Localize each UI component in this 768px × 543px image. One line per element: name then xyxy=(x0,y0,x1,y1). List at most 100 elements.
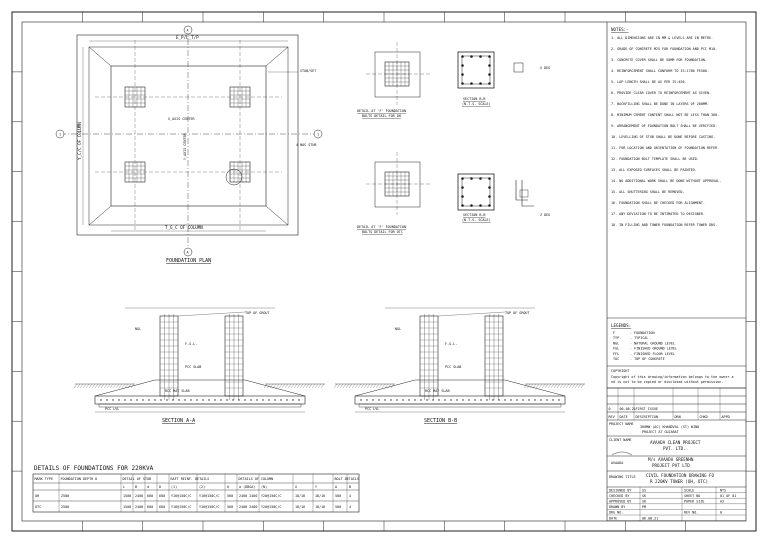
raft-rebar-dot xyxy=(522,399,524,401)
rev-header: APPD xyxy=(722,415,730,419)
ground-hatch xyxy=(559,383,564,389)
rebar-dot xyxy=(470,177,473,180)
rev-header: REV xyxy=(609,415,615,419)
drawing-title-2: R 220KV TOWER (OH, OTC) xyxy=(650,479,708,484)
stub-details: DETAIL AT 'F' FOUNDATION BOLTS DETAIL FO… xyxy=(357,42,550,234)
notes-list: 1. ALL DIMENSIONS ARE IN MM & LEVELS ARE… xyxy=(611,36,721,227)
grid-bubble-left xyxy=(55,129,65,139)
raft-rebar-dot xyxy=(396,399,398,401)
field-value: PM xyxy=(642,505,646,509)
avaada-logo-icon xyxy=(611,451,633,456)
grid-ticks xyxy=(12,12,756,531)
raft-rebar-dot xyxy=(208,399,210,401)
rebar-dot xyxy=(470,204,473,207)
project-name: 300MW (AC) KHANDVAL (ST) WIND xyxy=(640,425,699,429)
avaada-logo-text: AVAADA xyxy=(611,461,623,465)
ground-hatch xyxy=(535,383,540,389)
stub-set-label: STUB/SET xyxy=(300,69,316,73)
schedule-cell: 18/16 xyxy=(295,505,305,509)
raft-rebar-dot xyxy=(558,399,560,401)
pcc-level-label: PCC LVL xyxy=(105,407,119,411)
ground-hatch xyxy=(73,383,78,389)
field-label: REV NO. xyxy=(684,511,698,515)
raft-rebar-dot xyxy=(426,399,428,401)
axis-center-label: X_AXIS CENTER xyxy=(168,117,195,121)
ground-hatch xyxy=(523,383,528,389)
rcc-label: RCC MAT SLAB xyxy=(425,389,450,393)
rebar-dot xyxy=(461,73,464,76)
column-pad xyxy=(124,86,146,108)
note-line: 6. PROVIDE CLEAR COVER TO REINFORCEMENT … xyxy=(611,91,711,95)
schedule-cell: 500 xyxy=(335,494,341,498)
rev-header: DATE xyxy=(620,415,628,419)
client-label: CLIENT NAME xyxy=(609,438,631,442)
legend-value: - FINISHED GROUND LEVEL xyxy=(630,347,677,351)
plan-left-dimension: Y_C/C OF COLUMN xyxy=(77,122,82,160)
raft-rebar-dot xyxy=(450,399,452,401)
raft-rebar-dot xyxy=(360,399,362,401)
ground-hatch xyxy=(130,383,135,389)
ground-hatch xyxy=(556,383,561,389)
rebar-dot xyxy=(488,55,491,58)
schedule-header: RAFT REINF. DETAILS xyxy=(171,477,210,481)
ground-hatch xyxy=(82,383,87,389)
plan-frame xyxy=(76,34,299,236)
schedule-cell: OH xyxy=(35,494,39,498)
rebar-dot xyxy=(488,186,491,189)
raft-rebar-dot xyxy=(480,399,482,401)
schedule-header: DETAIL OF STUB xyxy=(123,477,152,481)
schedule-cell: Y16@150C/C xyxy=(199,494,219,498)
field-value: 0 xyxy=(720,511,722,515)
raft-rebar-dot xyxy=(274,399,276,401)
raft-rebar-dot xyxy=(534,399,536,401)
grid-bubble-right xyxy=(313,129,323,139)
raft-rebar-dot xyxy=(298,399,300,401)
plan-outline xyxy=(88,46,289,226)
raft-rebar-dot xyxy=(226,399,228,401)
legend-key: NGL xyxy=(613,341,619,345)
raft-rebar-dot xyxy=(540,399,542,401)
note-line: 2. GRADE OF CONCRETE M25 FOR FOUNDATION … xyxy=(611,47,717,51)
detail-b-title: DETAIL AT 'F' FOUNDATION xyxy=(357,225,406,229)
ground-hatch xyxy=(550,383,555,389)
legend-key: F xyxy=(613,331,615,335)
field-label: DRG NO. xyxy=(609,511,623,515)
note-line: 9. ARRANGEMENT OF FOUNDATION BOLT SHALL … xyxy=(611,124,717,128)
ground-hatch xyxy=(529,383,534,389)
raft-rebar-dot xyxy=(106,399,108,401)
detail-b-subtitle: BOLTS DETAIL FOR OTC xyxy=(362,230,403,234)
ground-hatch xyxy=(88,383,93,389)
ground-hatch xyxy=(574,383,579,389)
schedule-cell: 500 xyxy=(227,505,233,509)
project-label: PROJECT NAME xyxy=(609,422,634,426)
note-line: 12. FOUNDATION BOLT TEMPLATE SHALL BE US… xyxy=(611,157,699,161)
raft-slab xyxy=(354,395,566,405)
ground-hatch xyxy=(526,383,531,389)
raft-rebar-dot xyxy=(124,399,126,401)
note-line: 7. BACKFILLING SHALL BE DONE IN LAYERS O… xyxy=(611,102,709,106)
raft-rebar-dot xyxy=(372,399,374,401)
rebar-dot xyxy=(461,64,464,67)
section-a-label: SECTION A-A xyxy=(162,418,195,424)
rev-cell: FIRST ISSUE xyxy=(636,407,658,411)
note-line: 18. IN FILLING AND TOWER FOUNDATION REFE… xyxy=(611,223,717,227)
raft-rebar-dot xyxy=(468,399,470,401)
raft-rebar-dot xyxy=(160,399,162,401)
ground-hatch xyxy=(342,383,347,389)
ground-hatch xyxy=(121,383,126,389)
ground-hatch xyxy=(97,383,102,389)
ground-hatch xyxy=(577,383,582,389)
field-value: NTS xyxy=(720,488,726,492)
raft-rebar-dot xyxy=(154,399,156,401)
schedule-subheader: (N) xyxy=(261,485,267,489)
legend-value: - NATURAL GROUND LEVEL xyxy=(630,341,675,345)
ground-hatch xyxy=(85,383,90,389)
ground-hatch xyxy=(544,383,549,389)
ground-hatch xyxy=(369,383,374,389)
schedule-cell: 600 xyxy=(159,505,165,509)
field-label: APPROVED BY xyxy=(609,500,631,504)
legend-key: TYP. xyxy=(613,336,621,340)
